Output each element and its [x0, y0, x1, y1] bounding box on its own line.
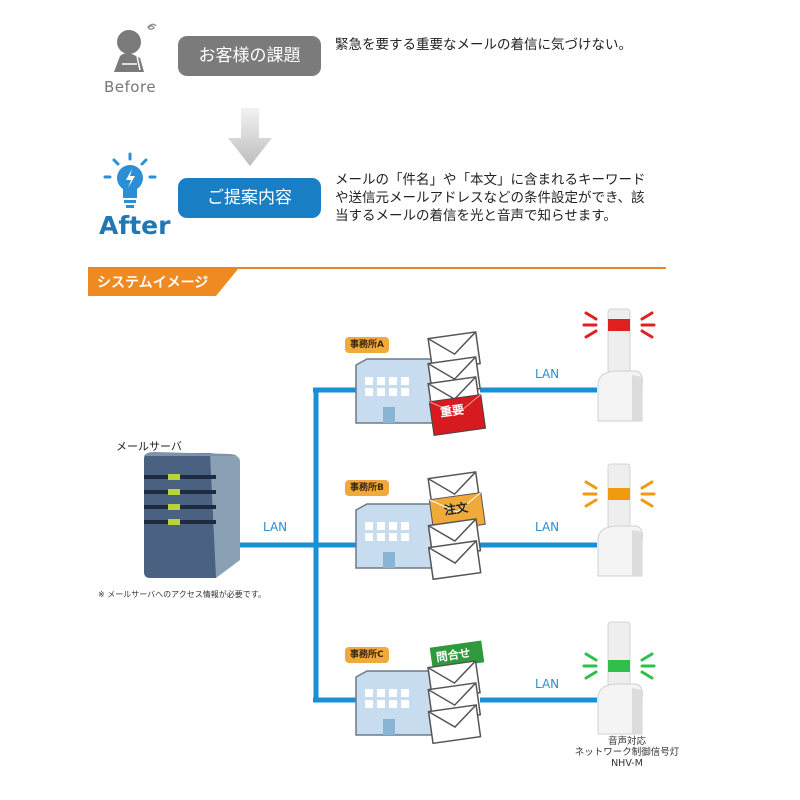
proposal-pill: ご提案内容: [178, 178, 321, 218]
worried-person-icon: [114, 23, 157, 72]
product-caption-line: 音声対応: [607, 736, 646, 747]
product-caption-line: NHV-M: [611, 758, 643, 769]
office-a-building-icon: [355, 358, 434, 424]
office-b-building-icon: [355, 503, 434, 569]
down-arrow-icon: [228, 108, 272, 166]
signal-tower-b-icon: [582, 463, 656, 577]
office-c-building-icon: [355, 670, 434, 736]
lan-label-server: LAN: [263, 520, 288, 534]
office-a-mail-tag-bg: [428, 393, 487, 436]
office-a-tag: 事務所A: [345, 337, 389, 353]
mail-server-label: メールサーバ: [116, 440, 182, 453]
proposal-description: メールの「件名」や「本文」に含まれるキーワード や送信元メールアドレスなどの条件…: [335, 171, 665, 225]
proposal-line: や送信元メールアドレスなどの条件設定ができ、該: [335, 190, 645, 206]
before-label: Before: [104, 78, 157, 96]
office-b-mail-stack: [427, 471, 486, 581]
office-a-mail-stack: [427, 331, 487, 436]
proposal-line: 当するメールの着信を光と音声で知らせます。: [335, 208, 617, 224]
signal-tower-a-icon: [582, 308, 656, 422]
section-tag-shape: [88, 269, 238, 296]
lan-label-office-a: LAN: [535, 367, 560, 381]
tower-lit-segment: [608, 319, 630, 331]
product-caption-line: ネットワーク制御信号灯: [574, 747, 680, 758]
tower-lit-segment: [608, 660, 630, 672]
product-caption: 音声対応 ネットワーク制御信号灯 NHV-M: [572, 736, 682, 769]
office-c-tag: 事務所C: [345, 647, 389, 663]
office-b-mail-tag: 注文: [443, 500, 469, 518]
office-a-mail-tag: 重要: [439, 402, 465, 420]
server-footnote: ※ メールサーバへのアクセス情報が必要です。: [98, 590, 266, 599]
customer-issue-pill: お客様の課題: [178, 36, 321, 76]
lan-label-office-c: LAN: [535, 677, 560, 691]
section-title: システムイメージ: [97, 275, 209, 291]
lan-label-office-b: LAN: [535, 520, 560, 534]
mail-server-icon: [144, 452, 240, 578]
proposal-line: メールの「件名」や「本文」に含まれるキーワード: [335, 172, 646, 188]
issue-description: 緊急を要する重要なメールの着信に気づけない。: [335, 37, 632, 53]
signal-tower-c-icon: [582, 621, 656, 735]
after-label: After: [99, 211, 171, 240]
tower-lit-segment: [608, 488, 630, 500]
section-divider: [88, 267, 666, 269]
office-c-mail-stack: [427, 640, 485, 745]
office-b-tag: 事務所B: [345, 480, 389, 496]
lightbulb-icon: [103, 152, 157, 208]
